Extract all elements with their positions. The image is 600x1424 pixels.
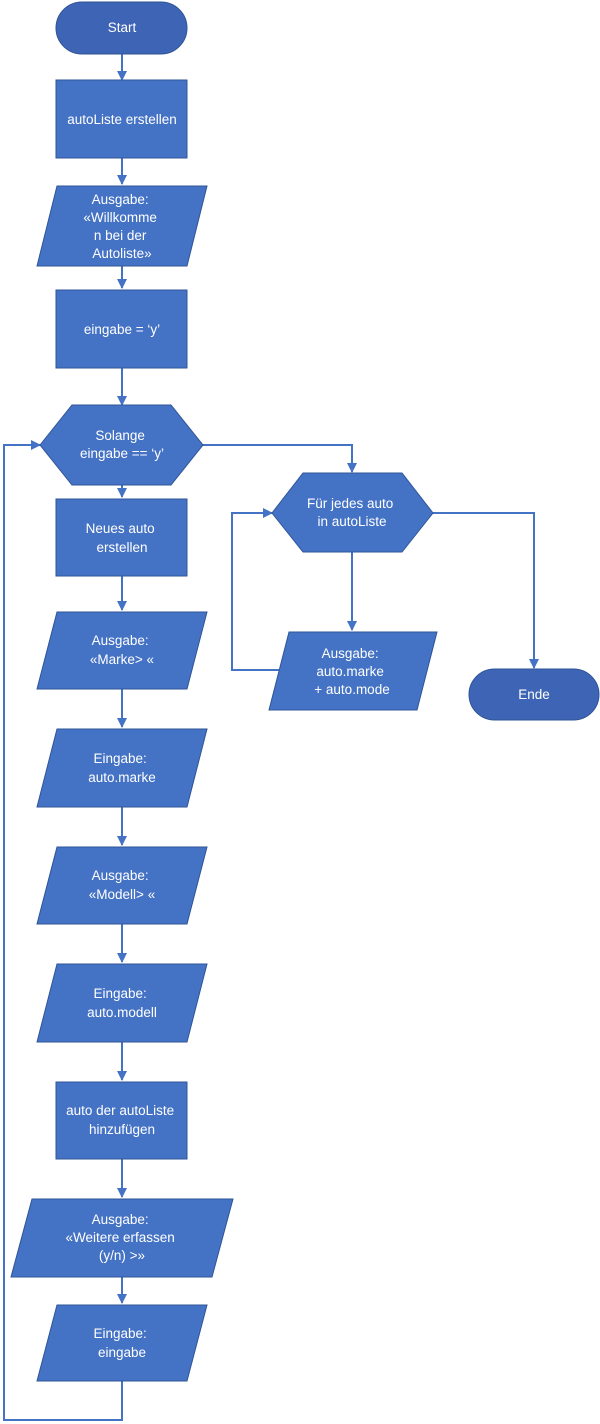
connector-for-each-to-end xyxy=(433,512,539,669)
add-to-list-label: auto der autoListe hinzufügen xyxy=(66,1103,178,1137)
while-loop-label: Solange eingabe == ‘y’ xyxy=(80,428,164,461)
labels: Start autoListe erstellen Ausgabe: «Will… xyxy=(65,20,549,1360)
prompt-marke-output xyxy=(36,611,208,690)
print-auto-output xyxy=(268,631,438,711)
connector-loop-back-to-while xyxy=(3,440,123,1421)
create-list-label: autoListe erstellen xyxy=(67,112,177,127)
prompt-modell-label: Ausgabe: «Modell> « xyxy=(89,868,155,902)
add-to-list-process xyxy=(55,1081,188,1160)
init-input-process xyxy=(55,289,188,369)
while-loop-decision xyxy=(39,404,204,486)
start-terminator xyxy=(55,1,188,55)
new-auto-process xyxy=(55,498,188,577)
shapes xyxy=(10,1,600,1382)
input-more-label: Eingabe: eingabe xyxy=(93,1326,150,1360)
input-marke-label: Eingabe: auto.marke xyxy=(88,751,156,785)
print-auto-label: Ausgabe: auto.marke + auto.mode xyxy=(314,646,389,697)
connector-print-back-to-for-each xyxy=(231,508,310,671)
prompt-more-label: Ausgabe: «Weitere erfassen (y/n) >» xyxy=(65,1212,178,1263)
for-each-decision xyxy=(271,472,434,553)
new-auto-label: Neues auto erstellen xyxy=(86,521,159,555)
create-list-process xyxy=(55,79,188,159)
welcome-label: Ausgabe: «Willkomme n bei der Autoliste» xyxy=(83,192,160,261)
input-more-input xyxy=(36,1304,208,1382)
connector-while-to-for-each xyxy=(203,444,357,473)
end-label: Ende xyxy=(518,687,550,702)
start-label: Start xyxy=(108,20,137,35)
connectors xyxy=(3,54,539,1421)
for-each-label: Für jedes auto in autoListe xyxy=(307,496,397,529)
end-terminator xyxy=(468,668,600,721)
prompt-modell-output xyxy=(36,846,208,925)
input-modell-input xyxy=(36,963,208,1043)
input-modell-label: Eingabe: auto.modell xyxy=(87,986,157,1020)
init-input-label: eingabe = ‘y’ xyxy=(84,322,160,337)
prompt-more-output xyxy=(10,1198,234,1278)
input-marke-input xyxy=(36,728,208,808)
prompt-marke-label: Ausgabe: «Marke> « xyxy=(90,633,154,667)
welcome-output xyxy=(36,185,208,267)
